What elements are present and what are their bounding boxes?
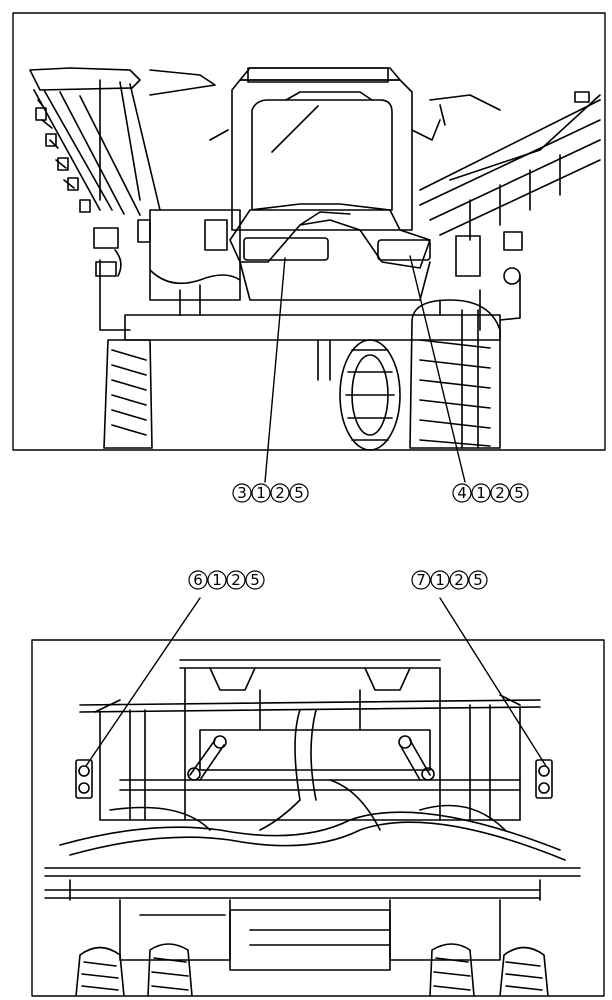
callout-digit: 5 bbox=[473, 571, 483, 589]
callout-digit: 1 bbox=[212, 571, 222, 589]
tail-light-right bbox=[535, 759, 553, 799]
wiper bbox=[271, 105, 319, 153]
callout-digit-circle bbox=[207, 570, 227, 590]
callout-digit-circle bbox=[245, 570, 265, 590]
boom-pivots bbox=[187, 735, 435, 781]
callout-digit: 2 bbox=[454, 571, 464, 589]
callout-digit-circle bbox=[411, 570, 431, 590]
callout-digit-circle bbox=[430, 570, 450, 590]
front-view-frame bbox=[12, 12, 606, 451]
callout-digit: 5 bbox=[294, 484, 304, 502]
leader-line-4 bbox=[439, 597, 547, 767]
cab bbox=[209, 67, 441, 231]
callout-digit: 2 bbox=[495, 484, 505, 502]
callout-digit-circle bbox=[289, 483, 309, 503]
callout-digit: 2 bbox=[231, 571, 241, 589]
leader-line-2 bbox=[409, 255, 466, 483]
callout-digit: 7 bbox=[416, 571, 426, 589]
callout-digit-circle bbox=[226, 570, 246, 590]
tail-light-left bbox=[75, 759, 93, 799]
callout-digit: 4 bbox=[457, 484, 467, 502]
leader-line-1 bbox=[264, 257, 286, 483]
windshield bbox=[251, 99, 393, 211]
rear-frame bbox=[79, 659, 541, 821]
callout-digit-circle bbox=[449, 570, 469, 590]
callout-digit: 5 bbox=[514, 484, 524, 502]
chassis bbox=[93, 209, 523, 381]
tyres-rear bbox=[75, 943, 549, 997]
callout-digit: 1 bbox=[435, 571, 445, 589]
callout-digit: 1 bbox=[476, 484, 486, 502]
callout-digit-circle bbox=[509, 483, 529, 503]
callout-digit-circle bbox=[452, 483, 472, 503]
right-boom bbox=[419, 91, 601, 241]
front-view-panel bbox=[12, 12, 606, 483]
callout-digit-circle bbox=[270, 483, 290, 503]
callout-digit-circle bbox=[188, 570, 208, 590]
callout-digit-circle bbox=[490, 483, 510, 503]
hoses bbox=[59, 709, 566, 861]
rear-view-panel bbox=[31, 597, 605, 997]
tyres-front bbox=[103, 299, 501, 451]
headlight-right bbox=[377, 239, 431, 261]
callout-digit: 3 bbox=[237, 484, 247, 502]
callout-digit: 6 bbox=[193, 571, 203, 589]
callout-digit: 2 bbox=[275, 484, 285, 502]
rear-view-frame bbox=[31, 639, 605, 997]
callout-digit: 5 bbox=[250, 571, 260, 589]
callout-digit: 1 bbox=[256, 484, 266, 502]
lower-chassis bbox=[44, 867, 581, 971]
headlight-left bbox=[243, 237, 329, 261]
callout-digit-circle bbox=[468, 570, 488, 590]
hood bbox=[229, 203, 431, 269]
callout-digit-circle bbox=[471, 483, 491, 503]
tail-lights bbox=[75, 759, 553, 799]
callout-digit-circle bbox=[251, 483, 271, 503]
left-boom bbox=[29, 67, 216, 216]
callout-digit-circle bbox=[232, 483, 252, 503]
leader-line-3 bbox=[85, 597, 201, 767]
